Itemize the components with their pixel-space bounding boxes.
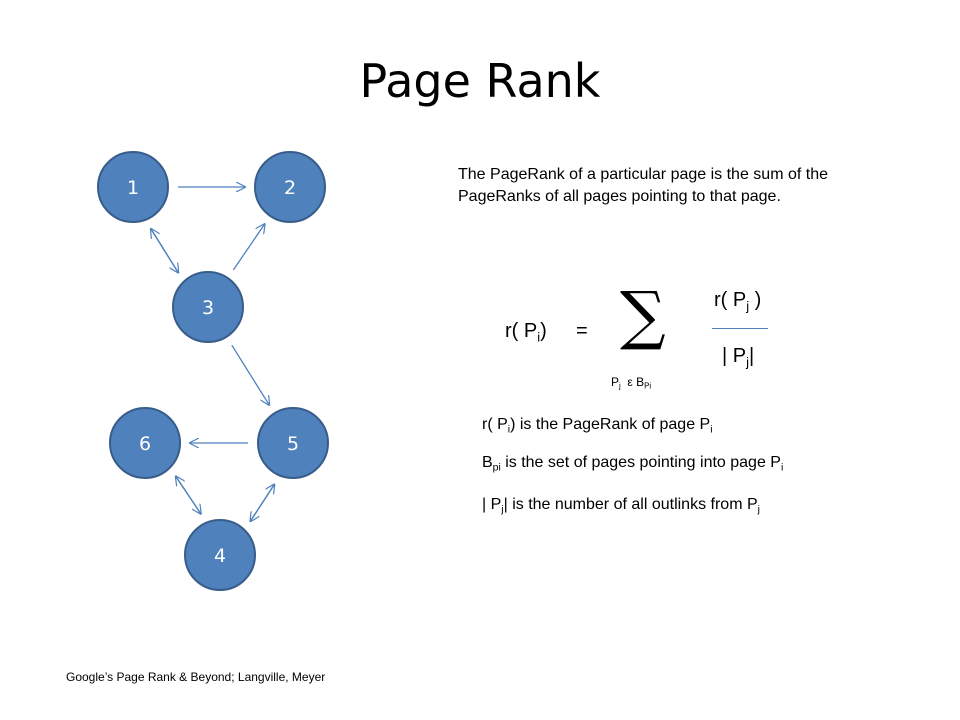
range-sub-j: j bbox=[619, 381, 621, 391]
def-set-sub: pi bbox=[492, 462, 501, 474]
node-4: 4 bbox=[184, 519, 256, 591]
node-5: 5 bbox=[257, 407, 329, 479]
def-rank-text: ) is the PageRank of page P bbox=[510, 416, 711, 433]
def-set-b: B bbox=[482, 454, 493, 471]
graph-nodes: 1 2 3 4 5 6 bbox=[97, 151, 329, 591]
summation-symbol: ∑ bbox=[620, 279, 666, 353]
def-out-sub: j bbox=[501, 504, 504, 516]
fraction-line bbox=[712, 328, 768, 329]
def-out-open: | P bbox=[482, 496, 502, 513]
lhs-r: r( P bbox=[505, 320, 538, 342]
den-open: | P bbox=[722, 345, 747, 367]
slide-title: Page Rank bbox=[359, 54, 601, 108]
node-3: 3 bbox=[172, 271, 244, 343]
def-set-sub2: i bbox=[780, 462, 784, 474]
node-1: 1 bbox=[97, 151, 169, 223]
node-circle-4 bbox=[184, 519, 256, 591]
lhs-sub-i: i bbox=[537, 329, 541, 345]
range-b: B bbox=[636, 375, 645, 389]
node-label-2: 2 bbox=[284, 177, 296, 199]
def-rank-open: r( P bbox=[482, 416, 508, 433]
node-circle-1 bbox=[97, 151, 169, 223]
node-2: 2 bbox=[254, 151, 326, 223]
node-circle-6 bbox=[109, 407, 181, 479]
node-label-4: 4 bbox=[214, 545, 226, 567]
formula-denominator: | Pj| bbox=[722, 345, 754, 370]
formula-equals: = bbox=[576, 320, 588, 342]
definition-set: Bpi is the set of pages pointing into pa… bbox=[482, 452, 783, 476]
num-close: ) bbox=[749, 289, 762, 311]
node-circle-5 bbox=[257, 407, 329, 479]
def-out-sub2: j bbox=[757, 504, 760, 516]
num-r: r( P bbox=[714, 289, 747, 311]
node-label-1: 1 bbox=[127, 177, 139, 199]
node-6: 6 bbox=[109, 407, 181, 479]
graph-edges bbox=[151, 187, 274, 521]
den-sub-j: j bbox=[746, 354, 749, 370]
num-sub-j: j bbox=[746, 298, 750, 314]
pagerank-description: The PageRank of a particular page is the… bbox=[458, 166, 828, 205]
node-circle-3 bbox=[172, 271, 244, 343]
definition-rank: r( Pi) is the PageRank of page Pi bbox=[482, 414, 713, 438]
node-label-3: 3 bbox=[202, 297, 214, 319]
formula-lhs: r( Pi) bbox=[505, 320, 547, 345]
def-rank-sub: i bbox=[507, 424, 511, 436]
edge-4-to-6 bbox=[176, 476, 202, 515]
formula-numerator: r( Pj ) bbox=[714, 289, 761, 314]
range-epsilon: ε bbox=[627, 375, 633, 389]
range-sub-pi: Pi bbox=[644, 381, 652, 391]
edge-5-to-4 bbox=[250, 484, 275, 522]
summation-range: Pj ε BPi bbox=[611, 375, 651, 391]
def-out-text: | is the number of all outlinks from P bbox=[503, 496, 758, 513]
edge-3-to-5 bbox=[231, 344, 269, 405]
edge-3-to-1 bbox=[151, 229, 179, 273]
def-rank-sub2: i bbox=[710, 424, 713, 436]
citation-footer: Google’s Page Rank & Beyond; Langville, … bbox=[66, 670, 326, 684]
definition-outlinks: | Pj| is the number of all outlinks from… bbox=[482, 494, 760, 518]
node-circle-2 bbox=[254, 151, 326, 223]
def-set-text: is the set of pages pointing into page P bbox=[500, 454, 781, 471]
den-close: | bbox=[748, 345, 755, 367]
lhs-close: ) bbox=[540, 320, 547, 342]
edge-3-to-2 bbox=[232, 224, 264, 271]
node-label-6: 6 bbox=[139, 433, 151, 455]
node-label-5: 5 bbox=[287, 433, 299, 455]
range-p: P bbox=[611, 375, 620, 389]
